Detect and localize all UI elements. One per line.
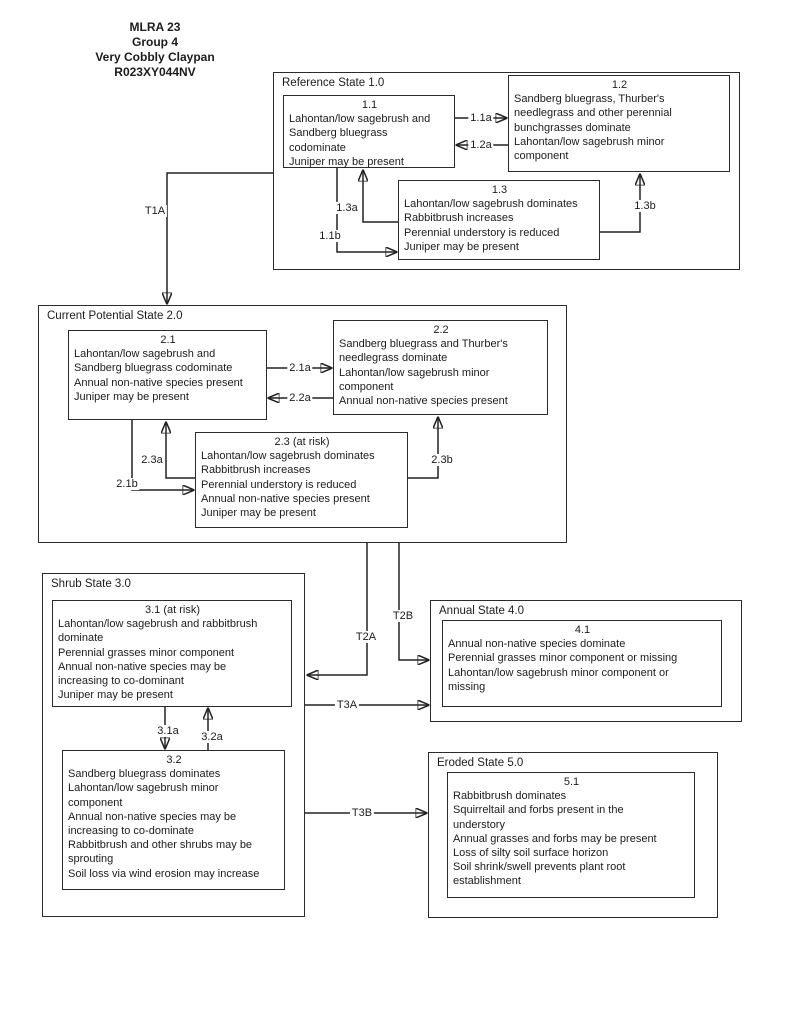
- pathway-label-3-2a: 3.2a: [199, 731, 225, 743]
- state-label-annual: Annual State 4.0: [439, 605, 525, 617]
- community-title-1-2: 1.2: [611, 79, 628, 91]
- pathway-label-1-3a: 1.3a: [334, 202, 360, 214]
- pathway-label-1-3b: 1.3b: [632, 200, 658, 212]
- community-body-1-1: Lahontan/low sagebrush and Sandberg blue…: [289, 113, 431, 168]
- arrow-t2b: [398, 543, 428, 660]
- transition-label-t1a: T1A: [142, 205, 168, 217]
- arrow-t2a: [308, 543, 368, 675]
- state-label-current-potential: Current Potential State 2.0: [47, 310, 183, 322]
- community-box-4-1: 4.1 Annual non-native species dominate P…: [442, 620, 722, 707]
- community-title-2-1: 2.1: [160, 334, 176, 346]
- community-body-2-1: Lahontan/low sagebrush and Sandberg blue…: [74, 348, 243, 403]
- community-title-2-2: 2.2: [433, 324, 449, 336]
- pathway-label-2-1a: 2.1a: [287, 362, 313, 374]
- pathway-label-1-1a: 1.1a: [468, 112, 494, 124]
- transition-label-t2a: T2A: [353, 631, 379, 643]
- transition-label-t2b: T2B: [390, 610, 416, 622]
- community-box-2-2: 2.2 Sandberg bluegrass and Thurber's nee…: [333, 320, 548, 415]
- community-box-3-1: 3.1 (at risk) Lahontan/low sagebrush and…: [52, 600, 292, 707]
- community-box-1-1: 1.1 Lahontan/low sagebrush and Sandberg …: [283, 95, 455, 168]
- community-title-1-1: 1.1: [361, 99, 378, 111]
- community-box-2-1: 2.1 Lahontan/low sagebrush and Sandberg …: [68, 330, 267, 420]
- community-title-4-1: 4.1: [574, 624, 591, 636]
- pathway-label-2-3b: 2.3b: [429, 454, 455, 466]
- pathway-label-2-3a: 2.3a: [139, 454, 165, 466]
- community-box-2-3: 2.3 (at risk) Lahontan/low sagebrush dom…: [195, 432, 408, 528]
- community-box-5-1: 5.1 Rabbitbrush dominates Squirreltail a…: [447, 772, 695, 898]
- transition-label-t3a: T3A: [334, 699, 360, 711]
- pathway-label-1-2a: 1.2a: [468, 139, 494, 151]
- pathway-label-2-2a: 2.2a: [287, 392, 313, 404]
- community-title-2-3: 2.3 (at risk): [274, 436, 330, 448]
- community-box-1-3: 1.3 Lahontan/low sagebrush dominates Rab…: [398, 180, 600, 260]
- community-body-2-2: Sandberg bluegrass and Thurber's needleg…: [339, 338, 508, 408]
- community-title-3-1: 3.1 (at risk): [144, 604, 200, 616]
- community-title-1-3: 1.3: [491, 184, 508, 196]
- community-body-1-3: Lahontan/low sagebrush dominates Rabbitb…: [404, 198, 578, 253]
- community-body-4-1: Annual non-native species dominate Peren…: [448, 638, 678, 693]
- arrow-t1a: [167, 172, 273, 303]
- state-label-eroded: Eroded State 5.0: [437, 757, 524, 769]
- transition-label-t3b: T3B: [349, 807, 375, 819]
- community-body-1-2: Sandberg bluegrass, Thurber's needlegras…: [514, 93, 672, 163]
- community-box-1-2: 1.2 Sandberg bluegrass, Thurber's needle…: [508, 75, 730, 172]
- state-label-shrub: Shrub State 3.0: [51, 578, 131, 590]
- community-body-5-1: Rabbitbrush dominates Squirreltail and f…: [453, 790, 657, 888]
- community-body-3-1: Lahontan/low sagebrush and rabbitbrush d…: [58, 618, 258, 702]
- community-body-3-2: Sandberg bluegrass dominates Lahontan/lo…: [68, 768, 260, 880]
- state-label-reference: Reference State 1.0: [282, 77, 385, 89]
- pathway-label-2-1b: 2.1b: [114, 478, 140, 490]
- pathway-label-1-1b: 1.1b: [317, 230, 343, 242]
- diagram-header: MLRA 23 Group 4 Very Cobbly Claypan R023…: [95, 20, 215, 79]
- community-title-5-1: 5.1: [563, 776, 580, 788]
- community-title-3-2: 3.2: [166, 754, 182, 766]
- community-box-3-2: 3.2 Sandberg bluegrass dominates Lahonta…: [62, 750, 285, 890]
- community-body-2-3: Lahontan/low sagebrush dominates Rabbitb…: [201, 450, 375, 520]
- pathway-label-3-1a: 3.1a: [155, 725, 181, 737]
